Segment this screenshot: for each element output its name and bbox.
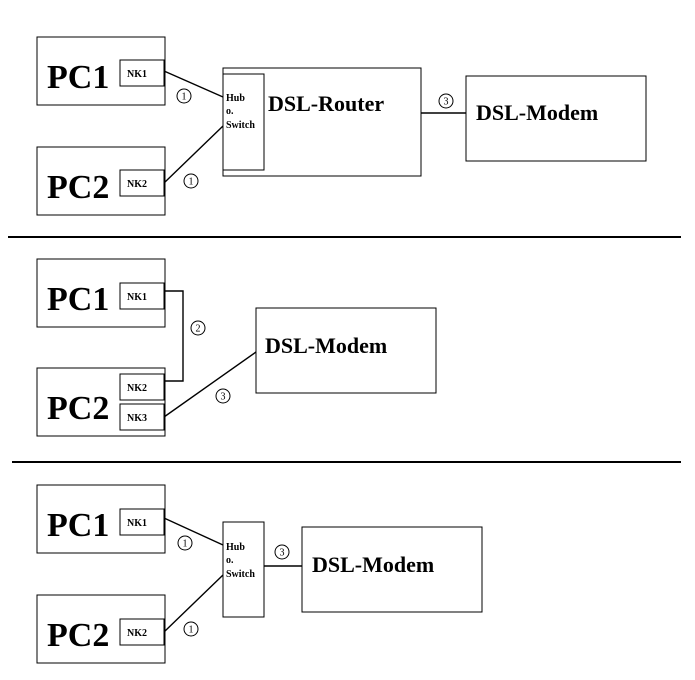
wire-pc1-hub: [163, 517, 224, 546]
wire-pc2-hub: [163, 125, 224, 184]
connection-number-1: 1: [189, 625, 194, 636]
connection-marker-2: [190, 320, 206, 336]
connection-marker-1: [183, 173, 199, 189]
pc2-label: PC2: [47, 390, 109, 427]
connection-number-2: 2: [196, 324, 201, 335]
dsl-modem-label: DSL-Modem: [312, 552, 434, 577]
hub-label-line2: o.: [226, 106, 234, 117]
hub-label-line3: Switch: [226, 120, 255, 131]
nk1-card: [119, 282, 165, 310]
connection-marker-3: [215, 388, 231, 404]
pc1-label: PC1: [47, 59, 109, 96]
connection-number-3: 3: [444, 97, 449, 108]
connection-number-1: 1: [183, 539, 188, 550]
hub-label-line1: Hub: [226, 542, 245, 553]
connection-marker-1: [177, 535, 193, 551]
pc1-label: PC1: [47, 507, 109, 544]
wire-nk1-nk2-crossover: [164, 290, 184, 382]
wire-nk3-modem: [163, 351, 257, 418]
nk1-card: [119, 59, 165, 87]
section-3-hub-setup: PC1 NK1 PC2 NK2 Hub o. Switch DSL-Modem …: [36, 484, 483, 664]
connection-marker-3: [274, 544, 290, 560]
pc1-label: PC1: [47, 281, 109, 318]
dsl-router-label: DSL-Router: [268, 91, 384, 116]
nk2-card: [119, 373, 165, 401]
connection-marker-1: [183, 621, 199, 637]
wire-pc1-hub: [163, 70, 224, 98]
connection-marker-3: [438, 93, 454, 109]
dsl-modem-label: DSL-Modem: [265, 333, 387, 358]
section-1-router-setup: PC1 NK1 PC2 NK2 Hub o. Switch DSL-Router…: [36, 36, 647, 216]
wire-pc2-hub: [163, 574, 224, 633]
dsl-modem-box: [301, 526, 483, 613]
section-2-direct-setup: PC1 NK1 PC2 NK2 NK3 DSL-Modem 2 3: [36, 258, 437, 437]
nk1-card: [119, 508, 165, 536]
pc2-label: PC2: [47, 617, 109, 654]
hub-switch-box: [222, 521, 265, 618]
nk2-label: NK2: [127, 179, 147, 190]
hub-switch-box: [222, 73, 265, 171]
pc2-label: PC2: [47, 169, 109, 206]
connection-marker-1: [176, 88, 192, 104]
nk2-label: NK2: [127, 383, 147, 394]
connection-number-1: 1: [189, 177, 194, 188]
nk1-label: NK1: [127, 292, 147, 303]
nk1-label: NK1: [127, 518, 147, 529]
hub-label-line3: Switch: [226, 569, 255, 580]
dsl-modem-box: [255, 307, 437, 394]
connection-number-1: 1: [182, 92, 187, 103]
hub-label-line1: Hub: [226, 93, 245, 104]
dsl-modem-label: DSL-Modem: [476, 100, 598, 125]
hub-label-line2: o.: [226, 555, 234, 566]
connection-number-3: 3: [221, 392, 226, 403]
dsl-modem-box: [465, 75, 647, 162]
nk2-label: NK2: [127, 628, 147, 639]
nk3-label: NK3: [127, 413, 147, 424]
connection-number-3: 3: [280, 548, 285, 559]
nk1-label: NK1: [127, 69, 147, 80]
